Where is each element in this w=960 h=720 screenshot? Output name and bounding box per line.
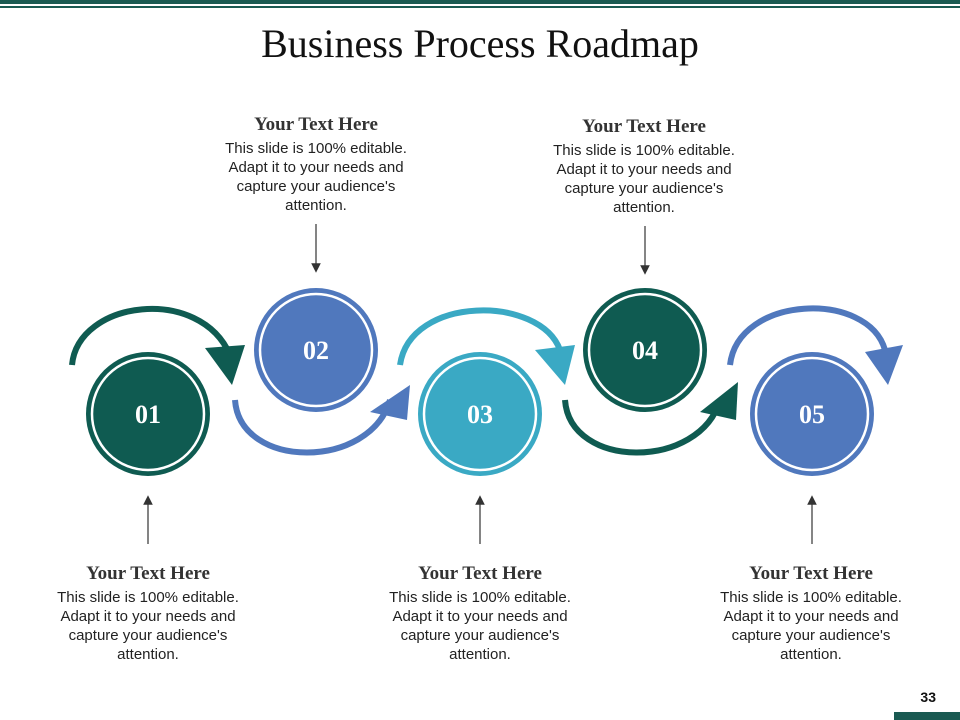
step-text-02: Your Text Here This slide is 100% editab… — [206, 113, 426, 215]
step-number-03: 03 — [467, 400, 493, 429]
step-circle-04: 04 — [579, 284, 711, 416]
bottom-accent-bar — [894, 712, 960, 720]
step-body-02: This slide is 100% editable. Adapt it to… — [225, 140, 407, 214]
arc-arrowhead-02-03 — [370, 385, 410, 420]
step-circle-03: 03 — [414, 348, 546, 480]
arc-arrowhead-03-04 — [535, 345, 575, 385]
step-heading-01: Your Text Here — [86, 563, 210, 584]
arc-arrow-04-05 — [562, 399, 723, 456]
arc-arrowhead-01-02 — [205, 345, 245, 385]
slide-title: Business Process Roadmap — [261, 21, 699, 66]
step-body-03: This slide is 100% editable. Adapt it to… — [389, 589, 571, 663]
step-text-01: Your Text Here This slide is 100% editab… — [38, 562, 258, 664]
arc-arrow-01-02 — [69, 306, 233, 366]
arc-arrow-02-03 — [232, 399, 393, 456]
step-body-01: This slide is 100% editable. Adapt it to… — [57, 589, 239, 663]
step-number-05: 05 — [799, 400, 825, 429]
step-body-05: This slide is 100% editable. Adapt it to… — [720, 589, 902, 663]
step-text-04: Your Text Here This slide is 100% editab… — [534, 115, 754, 217]
arc-arrowhead-04-05 — [700, 382, 738, 420]
step-number-04: 04 — [632, 336, 658, 365]
page-number: 33 — [920, 689, 936, 705]
step-body-04: This slide is 100% editable. Adapt it to… — [553, 142, 735, 216]
step-text-05: Your Text Here This slide is 100% editab… — [701, 562, 921, 664]
step-text-03: Your Text Here This slide is 100% editab… — [370, 562, 590, 664]
step-circle-05: 05 — [746, 348, 878, 480]
arc-arrowhead-05-end — [865, 345, 903, 385]
arc-arrow-03-04 — [397, 307, 563, 366]
step-circle-02: 02 — [250, 284, 382, 416]
step-number-01: 01 — [135, 400, 161, 429]
top-accent-bar — [0, 0, 960, 4]
top-accent-line — [0, 6, 960, 8]
step-heading-04: Your Text Here — [582, 116, 706, 137]
step-circle-01: 01 — [82, 348, 214, 480]
arc-arrow-05-end — [727, 305, 888, 366]
step-heading-02: Your Text Here — [254, 114, 378, 135]
step-heading-05: Your Text Here — [749, 563, 873, 584]
step-heading-03: Your Text Here — [418, 563, 542, 584]
step-number-02: 02 — [303, 336, 329, 365]
